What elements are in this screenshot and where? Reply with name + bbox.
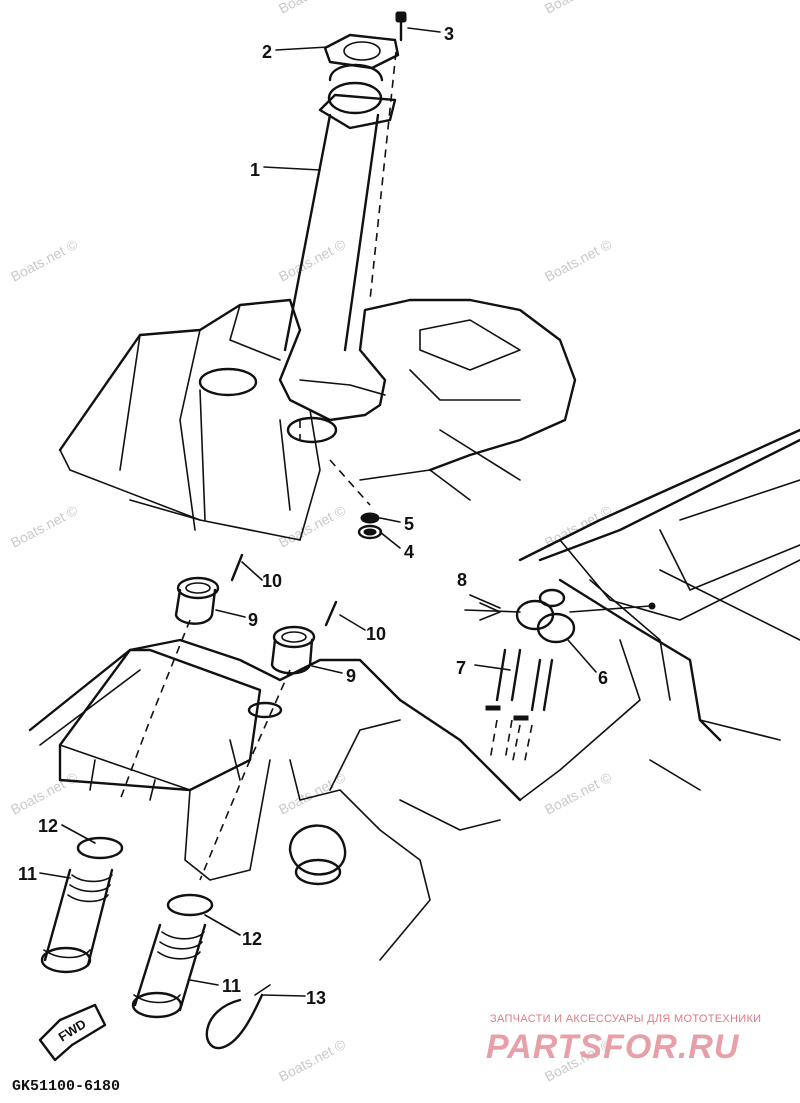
- diagram-code: GK51100-6180: [12, 1078, 120, 1095]
- callout-10b: 10: [366, 624, 386, 644]
- exhaust-tube-assembly: [283, 11, 407, 440]
- watermark-text: Boats.net ©: [276, 769, 349, 818]
- callout-6: 6: [598, 668, 608, 688]
- watermark-text: Boats.net ©: [276, 502, 349, 551]
- partsfor-logo: ЗАПЧАСТИ И АКСЕССУАРЫ ДЛЯ МОТОТЕХНИКИ PA…: [486, 1013, 761, 1066]
- brand-tagline: ЗАПЧАСТИ И АКСЕССУАРЫ ДЛЯ МОТОТЕХНИКИ: [490, 1013, 761, 1025]
- callout-11a: 11: [18, 864, 37, 884]
- leader-lines: [39, 27, 597, 997]
- callout-2: 2: [262, 42, 272, 62]
- watermark-text: Boats.net ©: [542, 236, 615, 285]
- fitting-assembly: [119, 553, 338, 881]
- watermark-text: Boats.net ©: [276, 236, 349, 285]
- forward-arrow-icon: FWD: [38, 1003, 107, 1062]
- brand-name: PARTSFOR.RU: [486, 1028, 740, 1066]
- callout-8: 8: [457, 570, 467, 590]
- callout-10a: 10: [262, 571, 282, 591]
- callout-5: 5: [404, 514, 414, 534]
- callout-7: 7: [456, 658, 466, 678]
- watermark-text: Boats.net ©: [276, 1036, 349, 1085]
- watermark-text: Boats.net ©: [8, 502, 81, 551]
- watermark-text: Boats.net ©: [276, 0, 349, 17]
- washer-group: [329, 459, 383, 540]
- callout-13: 13: [306, 988, 326, 1008]
- hull-lower-section: [28, 638, 522, 961]
- callout-1: 1: [250, 160, 260, 180]
- callout-12b: 12: [242, 929, 262, 949]
- callout-4: 4: [404, 542, 414, 562]
- callout-9b: 9: [346, 666, 356, 686]
- hull-upper-section: [58, 298, 577, 541]
- sensor-assembly: [464, 588, 656, 766]
- callout-12a: 12: [38, 816, 58, 836]
- callout-labels: 1 2 3 4 5 6 7 8 9 9 10 10 11 11 12 12 13: [18, 24, 608, 1008]
- watermark-text: Boats.net ©: [8, 236, 81, 285]
- watermark-text: Boats.net ©: [542, 0, 615, 17]
- watermark-text: Boats.net ©: [8, 769, 81, 818]
- hose-assembly: [40, 836, 271, 1050]
- callout-9a: 9: [248, 610, 258, 630]
- callout-11b: 11: [222, 976, 241, 996]
- hull-right-section: [518, 428, 800, 801]
- callout-3: 3: [444, 24, 454, 44]
